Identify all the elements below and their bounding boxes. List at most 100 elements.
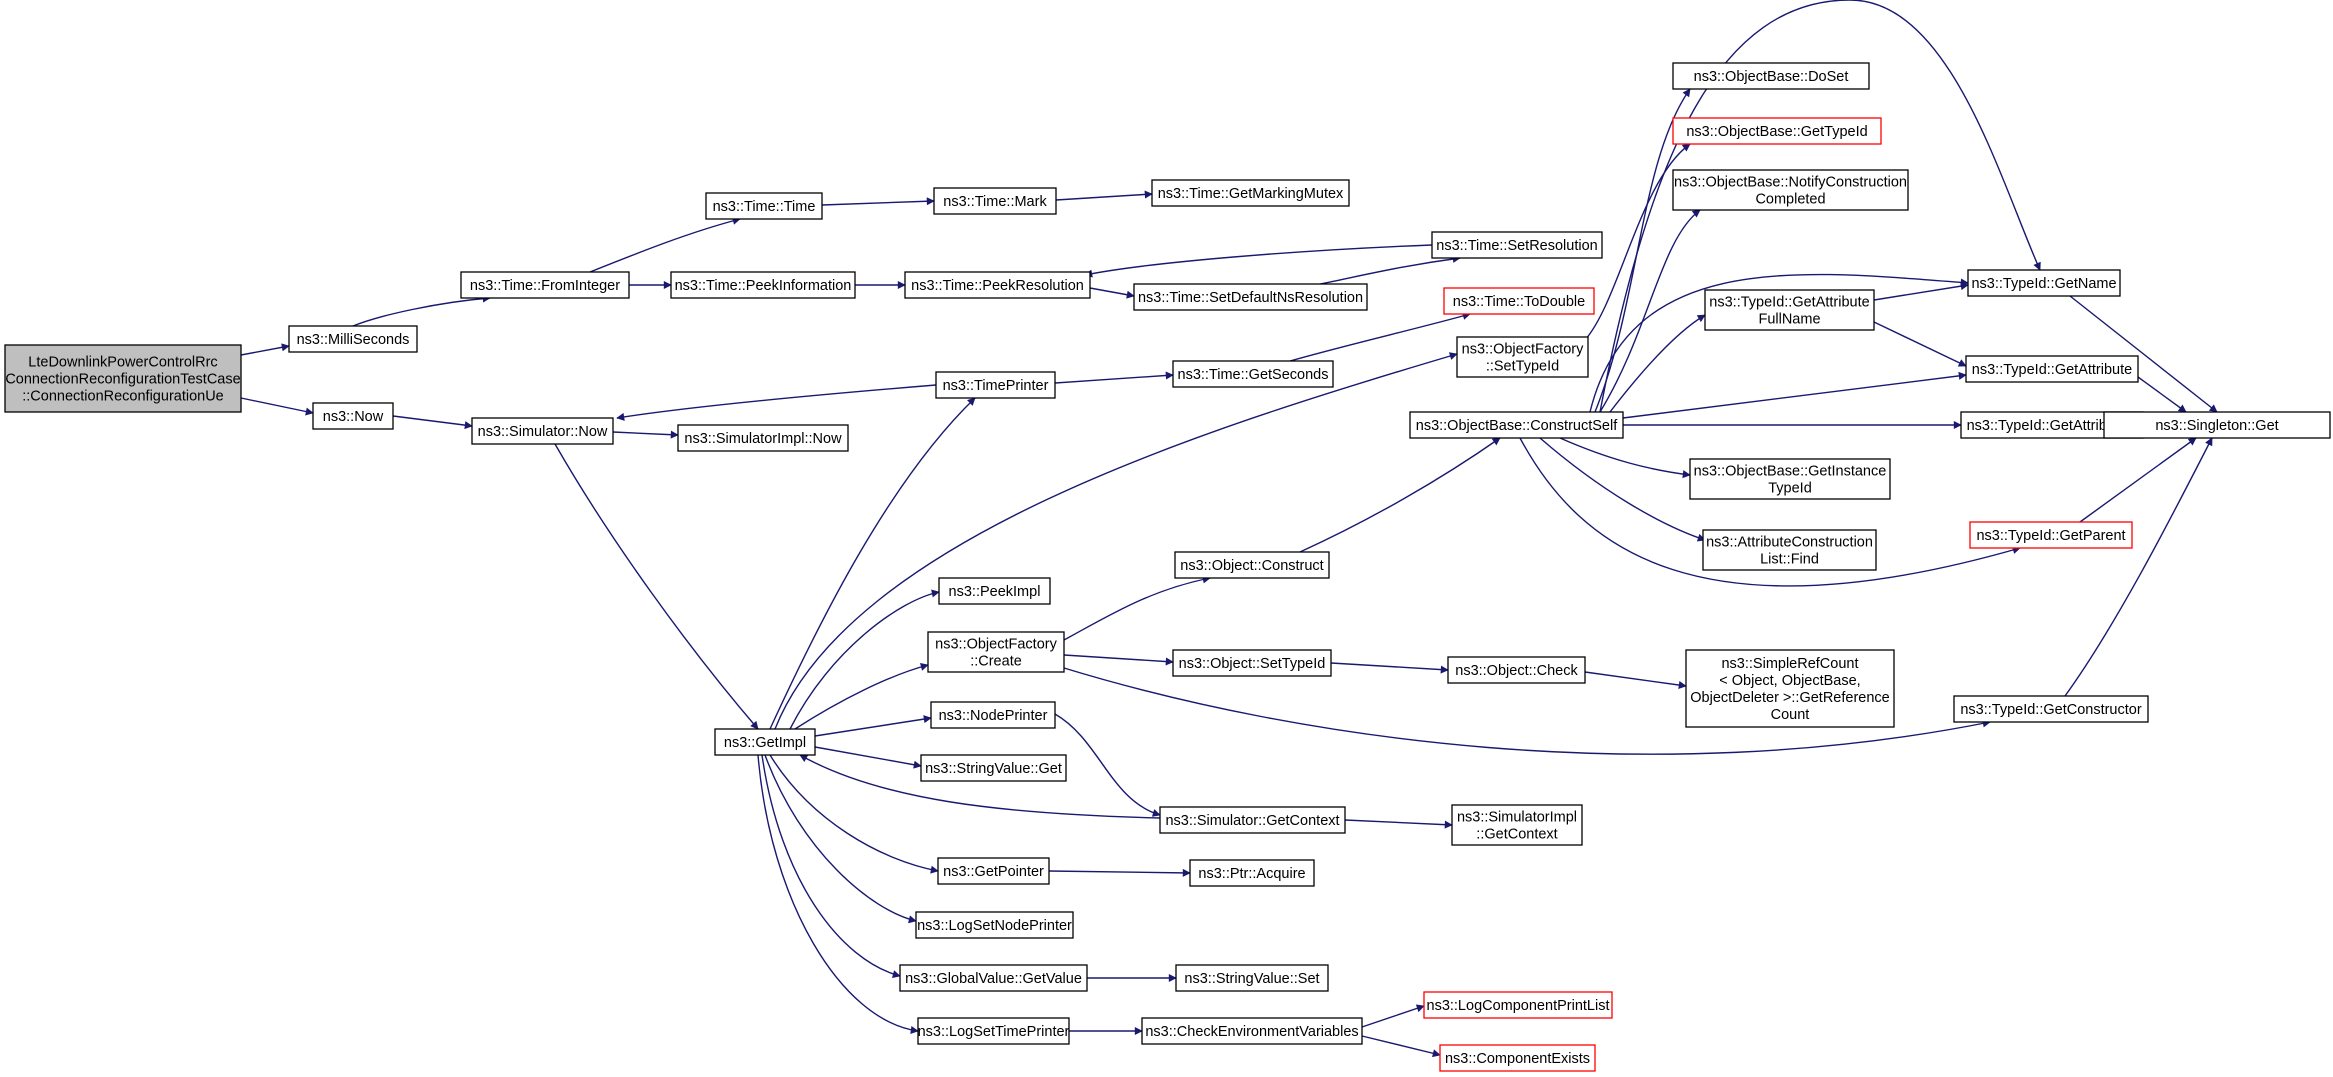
node-root[interactable]: LteDownlinkPowerControlRrcConnectionReco… [4, 344, 242, 413]
node-getSeconds[interactable]: ns3::Time::GetSeconds [1172, 360, 1334, 388]
edges-layer [240, 0, 2218, 1058]
node-label: ns3::TypeId::GetAttribute [1709, 294, 1869, 310]
edge-line [764, 754, 917, 924]
node-nodePrinter[interactable]: ns3::NodePrinter [930, 701, 1056, 729]
node-label: < Object, ObjectBase, [1719, 673, 1860, 689]
node-tidGetName[interactable]: ns3::TypeId::GetName [1967, 269, 2121, 297]
node-label: List::Find [1760, 551, 1819, 567]
node-ptrAcquire[interactable]: ns3::Ptr::Acquire [1189, 859, 1315, 887]
node-label: ns3::ObjectFactory [1462, 341, 1584, 357]
edge-getImpl-to-gvGetValue [761, 754, 901, 979]
node-logSetNode[interactable]: ns3::LogSetNodePrinter [915, 911, 1074, 939]
edge-tidGetCtor-to-singletonGet [2064, 437, 2213, 697]
node-constructSelf[interactable]: ns3::ObjectBase::ConstructSelf [1409, 411, 1624, 439]
node-box [1967, 269, 2121, 297]
node-box [937, 857, 1050, 885]
node-now[interactable]: ns3::Now [312, 402, 394, 430]
node-simpleRef[interactable]: ns3::SimpleRefCount< Object, ObjectBase,… [1685, 649, 1895, 728]
node-doSet[interactable]: ns3::ObjectBase::DoSet [1672, 62, 1870, 90]
edge-line [789, 589, 940, 730]
node-peekRes[interactable]: ns3::Time::PeekResolution [904, 271, 1091, 299]
edge-fromInteger-to-timeTime [589, 216, 741, 273]
node-simImplGetCtx[interactable]: ns3::SimulatorImpl::GetContext [1451, 804, 1583, 846]
node-simGetCtx[interactable]: ns3::Simulator::GetContext [1159, 806, 1346, 834]
node-simImplNow[interactable]: ns3::SimulatorImpl::Now [677, 424, 849, 452]
node-timePrinter[interactable]: ns3::TimePrinter [935, 371, 1056, 399]
node-gvGetValue[interactable]: ns3::GlobalValue::GetValue [899, 964, 1088, 992]
edge-line [1344, 819, 1453, 829]
edge-setDefaultNs-to-setRes [1319, 254, 1461, 285]
node-toDouble[interactable]: ns3::Time::ToDouble [1443, 287, 1595, 315]
edge-line [794, 662, 929, 730]
node-label: ns3::Time::GetSeconds [1178, 367, 1329, 383]
node-objCheck[interactable]: ns3::Object::Check [1447, 656, 1586, 684]
node-milliseconds[interactable]: ns3::MilliSeconds [288, 325, 418, 353]
node-simNow[interactable]: ns3::Simulator::Now [471, 417, 614, 445]
node-mark[interactable]: ns3::Time::Mark [933, 187, 1057, 215]
edge-getImpl-to-logSetNode [764, 754, 917, 924]
node-label: ns3::ObjectBase::ConstructSelf [1416, 418, 1618, 434]
node-peekImpl[interactable]: ns3::PeekImpl [938, 577, 1051, 605]
node-notifyCC[interactable]: ns3::ObjectBase::NotifyConstructionCompl… [1672, 169, 1909, 211]
node-checkEnv[interactable]: ns3::CheckEnvironmentVariables [1141, 1017, 1363, 1045]
node-box [1175, 964, 1329, 992]
node-ofCreate[interactable]: ns3::ObjectFactory::Create [927, 631, 1065, 673]
edge-line [554, 443, 759, 730]
node-compExists[interactable]: ns3::ComponentExists [1439, 1044, 1596, 1072]
node-label: ns3::LogSetNodePrinter [917, 918, 1072, 934]
edge-mark-to-markingMutex [1055, 190, 1153, 201]
node-label: ns3::Time::FromInteger [470, 278, 620, 294]
node-singletonGet[interactable]: ns3::Singleton::Get [2103, 411, 2331, 439]
edge-objSetTypeId-to-objCheck [1330, 662, 1449, 674]
node-ofSetTypeId[interactable]: ns3::ObjectFactory::SetTypeId [1456, 336, 1589, 378]
node-label: ::Create [970, 653, 1022, 669]
edge-setRes-to-peekRes [1084, 244, 1433, 278]
node-tidGetParent[interactable]: ns3::TypeId::GetParent [1969, 521, 2133, 549]
edge-line [769, 754, 939, 874]
node-label: ns3::GlobalValue::GetValue [905, 971, 1082, 987]
node-label: Count [1771, 707, 1810, 723]
node-label: ConnectionReconfigurationTestCase [5, 371, 240, 387]
node-setDefaultNs[interactable]: ns3::Time::SetDefaultNsResolution [1133, 283, 1368, 311]
node-timeTime[interactable]: ns3::Time::Time [705, 192, 823, 220]
node-tidGetCtor[interactable]: ns3::TypeId::GetConstructor [1953, 695, 2149, 723]
node-box [1456, 336, 1589, 378]
edge-ofCreate-to-objConstruct [1063, 575, 1211, 641]
node-strValSet[interactable]: ns3::StringValue::Set [1175, 964, 1329, 992]
node-logCompPrint[interactable]: ns3::LogComponentPrintList [1423, 991, 1613, 1019]
node-peekInfo[interactable]: ns3::Time::PeekInformation [670, 271, 856, 299]
node-getImpl[interactable]: ns3::GetImpl [714, 728, 816, 756]
edge-timePrinter-to-simNow [616, 384, 937, 421]
node-label: ns3::ObjectBase::GetInstance [1694, 463, 1887, 479]
node-setRes[interactable]: ns3::Time::SetResolution [1431, 231, 1603, 259]
edge-getImpl-to-strValGet [814, 746, 922, 769]
edge-constructSelf-to-tidGetName [1589, 273, 1969, 413]
node-objSetTypeId[interactable]: ns3::Object::SetTypeId [1172, 649, 1332, 677]
edge-getImpl-to-ofCreate [794, 662, 929, 730]
edge-constructSelf-to-tidGetName [1599, 0, 2041, 413]
node-obGetTypeId[interactable]: ns3::ObjectBase::GetTypeId [1672, 117, 1882, 145]
edge-line [392, 415, 473, 430]
node-strValGet[interactable]: ns3::StringValue::Get [920, 754, 1067, 782]
node-markingMutex[interactable]: ns3::Time::GetMarkingMutex [1151, 179, 1350, 207]
node-box [1141, 1017, 1363, 1045]
node-box [915, 911, 1074, 939]
node-box [1133, 283, 1368, 311]
node-tidGetAttr[interactable]: ns3::TypeId::GetAttribute [1965, 355, 2139, 383]
edge-line [1584, 143, 1691, 341]
node-getPointer[interactable]: ns3::GetPointer [937, 857, 1050, 885]
edge-line [1873, 321, 1967, 367]
node-fromInteger[interactable]: ns3::Time::FromInteger [460, 271, 630, 299]
node-box [1965, 355, 2139, 383]
edge-line [1048, 868, 1191, 877]
node-label: ns3::TypeId::GetConstructor [1960, 702, 2142, 718]
edge-line [774, 352, 1458, 730]
edge-line [2079, 437, 2197, 523]
node-label: ns3::Simulator::GetContext [1165, 813, 1339, 829]
node-logSetTime[interactable]: ns3::LogSetTimePrinter [917, 1017, 1070, 1045]
node-objConstruct[interactable]: ns3::Object::Construct [1174, 551, 1330, 579]
edge-line [1299, 437, 1501, 553]
